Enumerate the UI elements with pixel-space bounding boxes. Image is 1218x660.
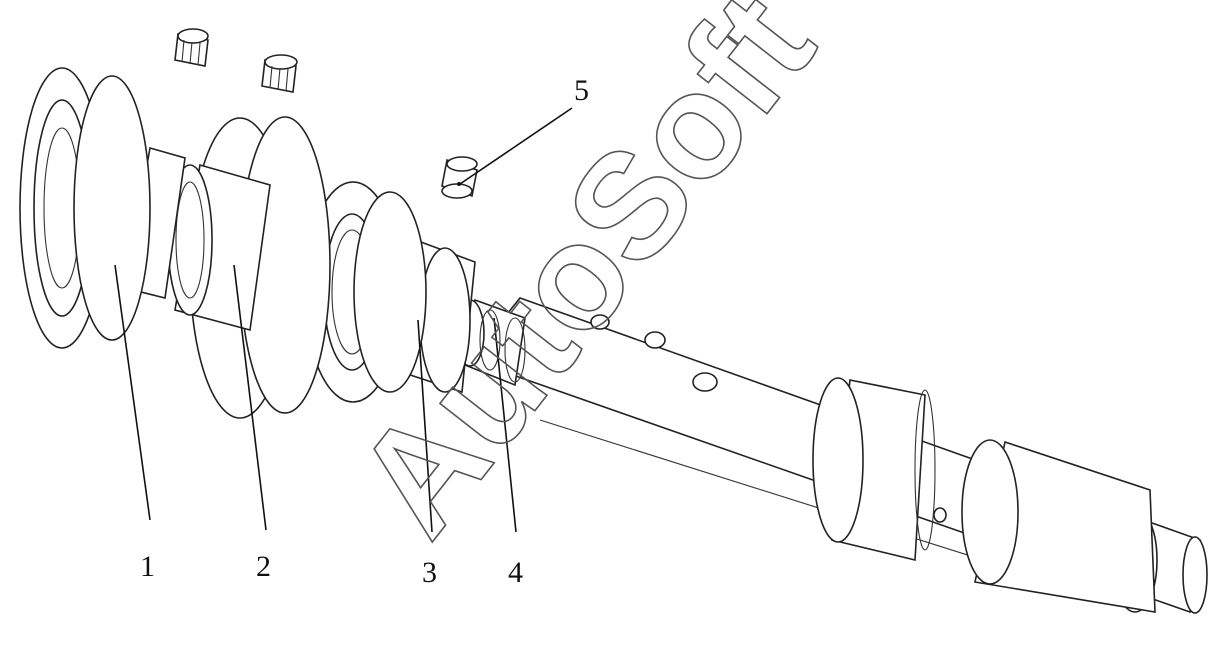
- leader-3: [417, 319, 433, 533]
- bushing-top-middle: [261, 54, 298, 93]
- bevel-gear: [961, 439, 1156, 613]
- gear-2: [167, 116, 331, 419]
- leader-5: [459, 107, 573, 185]
- gear-3: [304, 181, 476, 403]
- leader-4: [493, 317, 517, 533]
- bushing-5: [441, 156, 478, 199]
- gear-1: [19, 67, 186, 349]
- leader-1: [114, 264, 151, 521]
- leader-lines: [114, 107, 573, 533]
- callout-5: 5: [574, 74, 589, 107]
- leader-2: [233, 264, 267, 531]
- bushing-top-left: [174, 28, 209, 67]
- callout-3: 3: [422, 556, 437, 589]
- callout-4: 4: [508, 556, 523, 589]
- callout-2: 2: [256, 550, 271, 583]
- shaft-gear: [812, 377, 936, 562]
- callout-1: 1: [140, 550, 155, 583]
